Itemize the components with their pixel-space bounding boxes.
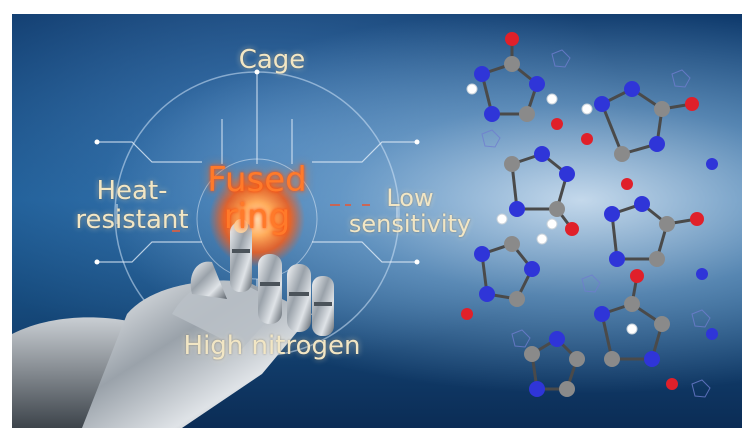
label-fused-ring-line2: ring xyxy=(223,197,291,238)
label-fused-ring: Fused ring xyxy=(182,160,332,238)
label-high-nitrogen: High nitrogen xyxy=(183,331,361,361)
oxygen-atoms xyxy=(461,32,704,390)
label-heat-resistant-line2: resistant xyxy=(75,204,189,235)
illustration-scene: Cage Heat- resistant Fused ring Low sens… xyxy=(12,14,742,428)
label-heat-resistant-line1: Heat- xyxy=(96,176,168,206)
hologram-and-hand xyxy=(12,69,420,428)
label-cage: Cage xyxy=(238,45,306,75)
nitrogen-atoms xyxy=(474,66,718,397)
label-low-sensitivity: Low sensitivity xyxy=(330,185,490,238)
label-low-sensitivity-line2: sensitivity xyxy=(348,210,472,239)
molecule-cluster xyxy=(461,32,718,398)
label-heat-resistant: Heat- resistant xyxy=(72,177,192,234)
small-molecules xyxy=(481,49,711,398)
dash-marks xyxy=(172,204,370,232)
circuit-nodes xyxy=(94,69,420,265)
label-low-sensitivity-line1: Low xyxy=(386,184,434,212)
label-fused-ring-line1: Fused xyxy=(207,160,307,200)
robot-hand xyxy=(12,219,334,428)
hydrogen-atoms xyxy=(466,83,638,335)
carbon-atoms xyxy=(504,56,675,397)
